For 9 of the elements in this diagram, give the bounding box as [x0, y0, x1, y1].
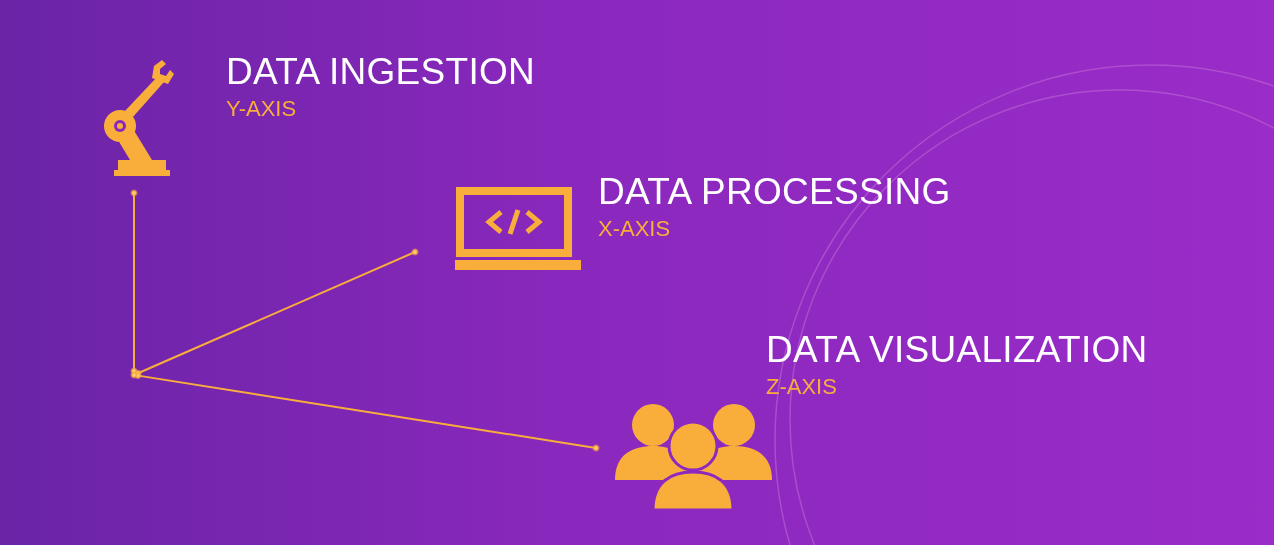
stage-title: DATA PROCESSING	[598, 170, 951, 214]
axis-label: Y-AXIS	[226, 95, 298, 123]
connector-line	[134, 371, 600, 452]
axis-label: X-AXIS	[598, 215, 672, 243]
axis-label: Z-AXIS	[766, 373, 838, 401]
origin-point	[130, 371, 138, 379]
stage-title: DATA VISUALIZATION	[766, 328, 1148, 372]
stage-title: DATA INGESTION	[226, 50, 536, 94]
connector-line	[130, 189, 138, 375]
